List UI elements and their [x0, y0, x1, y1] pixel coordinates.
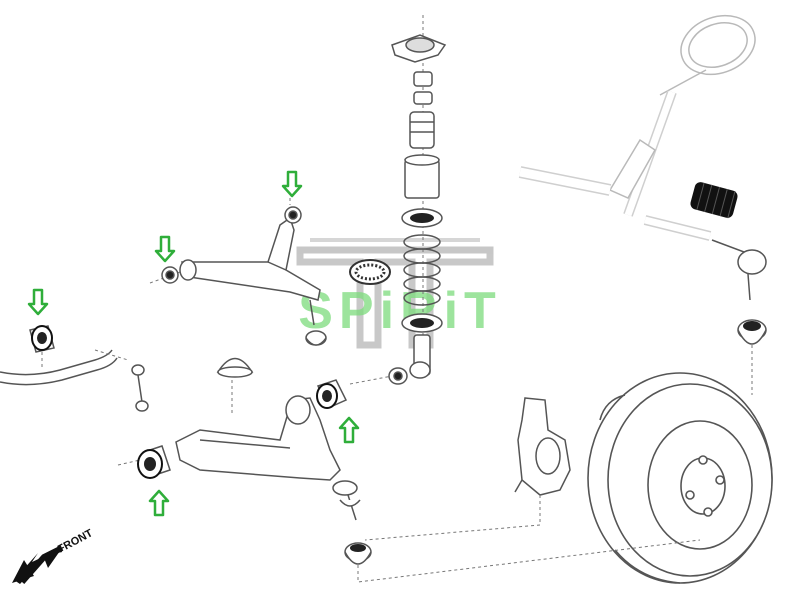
watermark-text: SPiRiT: [298, 282, 502, 340]
lower-arm-bushing-front-icon: [137, 445, 171, 479]
ball-joint-boot-lower-icon: [344, 542, 372, 565]
sway-bar-link-icon: [131, 364, 149, 412]
highlight-arrows: [27, 170, 360, 517]
lower-control-arm-icon: [175, 395, 341, 481]
green-arrow-up-icon: [148, 489, 170, 517]
tie-rod-end-icon: [711, 239, 767, 301]
green-arrow-down-icon: [27, 288, 49, 316]
dust-boot-icon: [404, 154, 440, 199]
sway-bar-bushing-icon: [29, 325, 55, 353]
front-direction-icon: [12, 545, 64, 584]
strut-bearing-icon: [349, 259, 391, 285]
green-arrow-up-icon: [338, 416, 360, 444]
bump-stop-icon: [409, 111, 435, 149]
upper-arm-bushing-rear-icon: [284, 206, 302, 224]
spring-seat-lower-icon: [401, 313, 443, 333]
ball-joint-boot-icon: [737, 319, 767, 345]
lower-arm-bushing-rear-icon: [316, 379, 348, 409]
sway-bar-icon: [0, 349, 118, 386]
steering-knuckle-icon: [514, 397, 571, 496]
green-arrow-down-icon: [281, 170, 303, 198]
green-arrow-down-icon: [154, 235, 176, 263]
front-label: FRONT: [56, 527, 95, 556]
steering-column-icon: [518, 14, 756, 241]
strut-bushing-upper-icon: [413, 71, 433, 105]
upper-control-arm-icon: [179, 216, 321, 301]
shock-absorber-icon: [409, 334, 431, 379]
upper-arm-bushing-front-icon: [161, 266, 179, 284]
lower-ball-joint-icon: [332, 480, 361, 521]
bump-stop-pad-icon: [216, 357, 254, 378]
strut-top-mount-icon: [391, 34, 447, 63]
upper-ball-joint-icon: [305, 299, 327, 346]
steering-rack-boot-icon: [690, 182, 738, 219]
coil-spring-icon: [403, 234, 441, 306]
spring-seat-upper-icon: [401, 208, 443, 228]
strut-lower-bushing-icon: [388, 367, 408, 385]
wheel-tire-icon: [587, 372, 773, 584]
